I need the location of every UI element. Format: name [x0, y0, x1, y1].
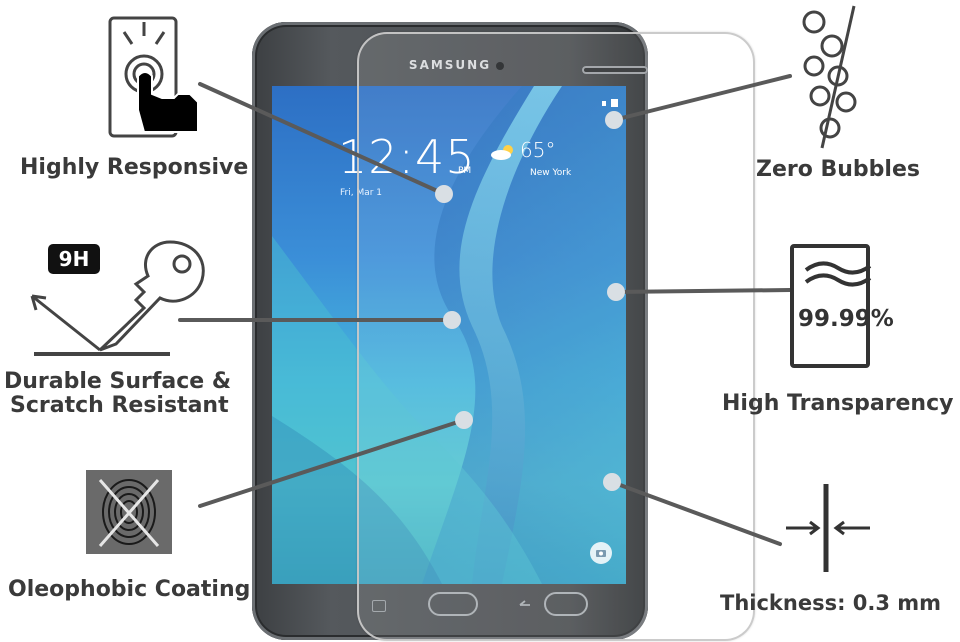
back-button[interactable]: [518, 596, 530, 606]
tempered-glass-overlay: [357, 32, 755, 641]
dot-thickness: [603, 473, 621, 491]
line-bubbles: [612, 74, 792, 122]
touch-finger-icon: [104, 14, 200, 146]
dot-bubbles: [605, 111, 623, 129]
lockscreen-date: Fri, Mar 1: [340, 188, 383, 198]
label-high-transparency: High Transparency: [722, 391, 954, 416]
weather-cloud-icon: [490, 144, 518, 160]
label-zero-bubbles: Zero Bubbles: [756, 157, 920, 182]
line-thickness: [610, 480, 782, 546]
home-button[interactable]: [428, 592, 478, 616]
hardness-badge: 9H: [48, 244, 100, 274]
label-oleophobic: Oleophobic Coating: [8, 577, 251, 602]
front-camera: [496, 62, 504, 70]
thickness-icon: [780, 480, 876, 576]
camera-shortcut-icon[interactable]: [590, 542, 612, 564]
weather-location: New York: [530, 168, 572, 178]
clock-ampm: PM: [458, 166, 472, 176]
label-durable-line2: Scratch Resistant: [10, 393, 229, 418]
key-scratch-icon: [24, 236, 214, 360]
bubbles-icon: [796, 2, 866, 152]
label-highly-responsive: Highly Responsive: [20, 155, 249, 180]
dot-transparency: [607, 283, 625, 301]
menu-button[interactable]: [544, 592, 588, 616]
line-transparency: [614, 288, 792, 294]
line-responsive: [198, 82, 446, 196]
dot-durable: [443, 311, 461, 329]
label-durable-line1: Durable Surface &: [4, 369, 232, 394]
status-bar-icons: [602, 92, 620, 107]
weather-temp: 65°: [520, 138, 556, 162]
speaker-grille: [582, 66, 648, 74]
transparency-value: 99.99%: [798, 306, 894, 332]
dot-responsive: [435, 185, 453, 203]
transparency-icon: [790, 244, 872, 368]
hardness-badge-text: 9H: [58, 247, 90, 271]
label-thickness: Thickness: 0.3 mm: [720, 591, 942, 615]
dot-oleophobic: [455, 411, 473, 429]
fingerprint-icon: [86, 470, 172, 554]
brand-logo: SAMSUNG: [408, 58, 492, 72]
line-oleophobic: [198, 418, 466, 508]
